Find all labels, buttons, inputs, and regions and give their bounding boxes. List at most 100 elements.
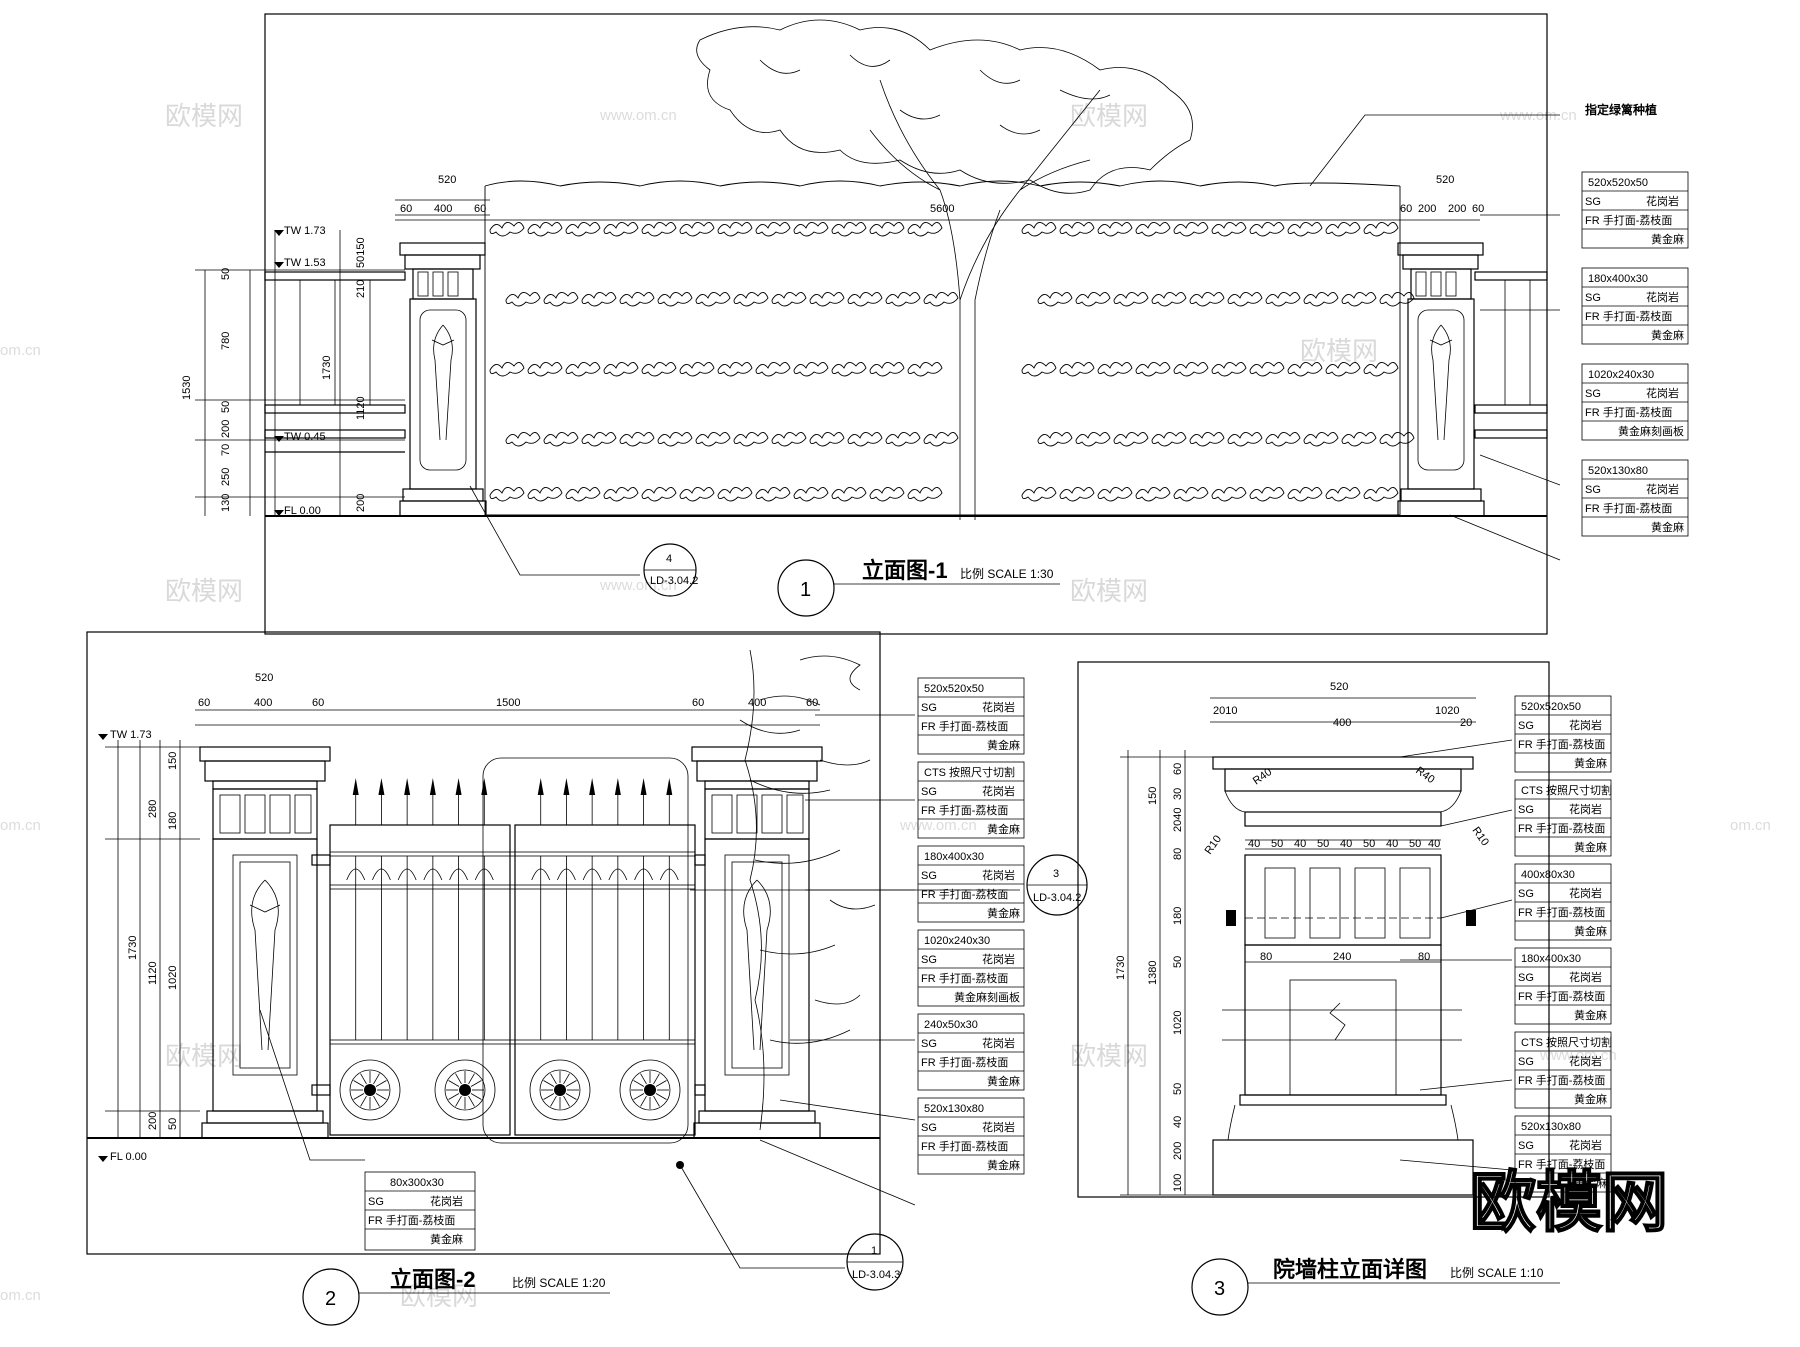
dim-label: 60 [312,697,324,709]
dim-label: 1380 [1147,961,1159,985]
hedge-leaf-icon [527,487,563,502]
level-label: FL 0.00 [110,1151,147,1163]
iron-gate[interactable] [311,757,706,1144]
legend-finish: FR 手打面-荔枝面 [1585,213,1672,227]
watermark-brand: 欧模网 [1070,101,1148,131]
hedge-leaf-icon [603,222,639,237]
tree-icon [696,19,1193,520]
gate-outline [482,757,689,1144]
level-label: TW 1.73 [110,729,152,741]
scroll-ornament-icon [397,868,417,881]
hedge-leaf-icon [869,362,905,377]
scroll-ornament-icon [423,868,443,881]
hedge-leaf-icon [793,362,829,377]
dim-label: 1730 [321,356,333,380]
scroll-ornament-icon [346,868,366,881]
legend-size: CTS 按照尺寸切割 [924,765,1015,779]
hedge-leaf-icon [1249,487,1285,502]
radius-label: R40 [1413,765,1436,786]
hedge-leaf-icon [1189,432,1225,447]
hedge-leaf-icon [1151,432,1187,447]
dim-label: 60 [198,697,210,709]
legend-code: SG [1518,1056,1534,1068]
level-label: FL 0.00 [284,505,321,517]
legend-finish: FR 手打面-荔枝面 [1585,405,1672,419]
column-detail [1212,756,1476,1196]
hedge-leaf-icon [717,222,753,237]
watermark-site: www.om.cn [599,577,677,594]
legend-stone: 黄金麻 [987,906,1020,920]
gate-leaf-left[interactable] [329,824,511,1136]
hedge-leaf-icon [641,222,677,237]
dim-label: 1500 [496,697,520,709]
legend-code: SG [921,786,937,798]
scroll-ornament-icon [582,868,602,881]
dim-label: 130 [220,494,232,512]
dim-label: 80 [1260,951,1272,963]
dim-label: 520 [255,672,273,684]
legend-material: 花岗岩 [982,868,1015,882]
legend-code: SG [1585,388,1601,400]
dim-label: 250 [220,468,232,486]
scroll-ornament-icon [557,868,576,881]
spear-tip-icon [640,778,647,795]
hedge-leaf-icon [695,432,731,447]
hedge-leaf-icon [1021,222,1057,237]
legend-stone: 黄金麻 [987,1074,1020,1088]
hedge-leaf-icon [543,292,579,307]
watermark-brand: 欧模网 [165,576,243,606]
gate-leaf-right[interactable] [514,824,696,1136]
legend-finish: FR 手打面-荔枝面 [368,1213,455,1227]
legend-size: 80x300x30 [390,1177,444,1189]
hedge-leaf-icon [717,362,753,377]
hedge-leaf-icon [1135,222,1171,237]
view-scale: 比例 SCALE 1:20 [512,1276,606,1290]
level-label: TW 1.53 [284,257,326,269]
hedge-leaf-icon [1211,362,1247,377]
spear-tip-icon [352,778,359,795]
legend-stone: 黄金麻 [987,738,1020,752]
dim-label: 40 [1248,838,1260,850]
ref-tag-sheet: LD-3.04.2 [650,575,698,587]
scroll-ornament-icon [531,868,551,881]
spear-tip-icon [537,778,544,795]
hedge-leaf-icon [1135,487,1171,502]
legend-code: SG [1518,804,1534,816]
ref-tag-sheet: LD-3.04.3 [852,1269,900,1281]
legend-finish: FR 手打面-荔枝面 [921,887,1008,901]
hedge-leaf-icon [869,487,905,502]
legend-material: 花岗岩 [982,700,1015,714]
hedge-leaf-icon [793,222,829,237]
dim-label: 50 [1409,838,1421,850]
hedge-leaf-icon [1173,487,1209,502]
hedge-leaf-icon [885,432,921,447]
hedge-leaf-icon [619,432,655,447]
hedge-leaf-icon [1097,487,1133,502]
hedge-leaf-icon [1211,222,1247,237]
hedge-leaf-icon [733,432,769,447]
dim-label: 30 [1172,788,1184,800]
dim-label: 210 [355,280,367,298]
view-number-circle [302,1268,360,1326]
view3-frame [1077,661,1550,1198]
dim-label: 520 [1436,174,1454,186]
view-number: 1 [800,579,811,601]
hedge-leaf-icon [565,487,601,502]
dim-label: 60 [1172,763,1184,775]
hedge-leaf-icon [1325,487,1361,502]
dim-label: 200 [1418,203,1436,215]
dim-label: 60 [474,203,486,215]
legend-size: 520x520x50 [1588,177,1648,189]
view-number: 3 [1214,1278,1225,1300]
dim-label: 400 [254,697,272,709]
dim-label: 400 [748,697,766,709]
legend-finish: FR 手打面-荔枝面 [1518,905,1605,919]
dim-label: 1120 [355,396,367,420]
vine-climber [739,649,876,1131]
legend-stone: 黄金麻 [430,1232,463,1246]
dim-label: 1120 [147,961,159,985]
hedge-leaf-icon [581,292,617,307]
